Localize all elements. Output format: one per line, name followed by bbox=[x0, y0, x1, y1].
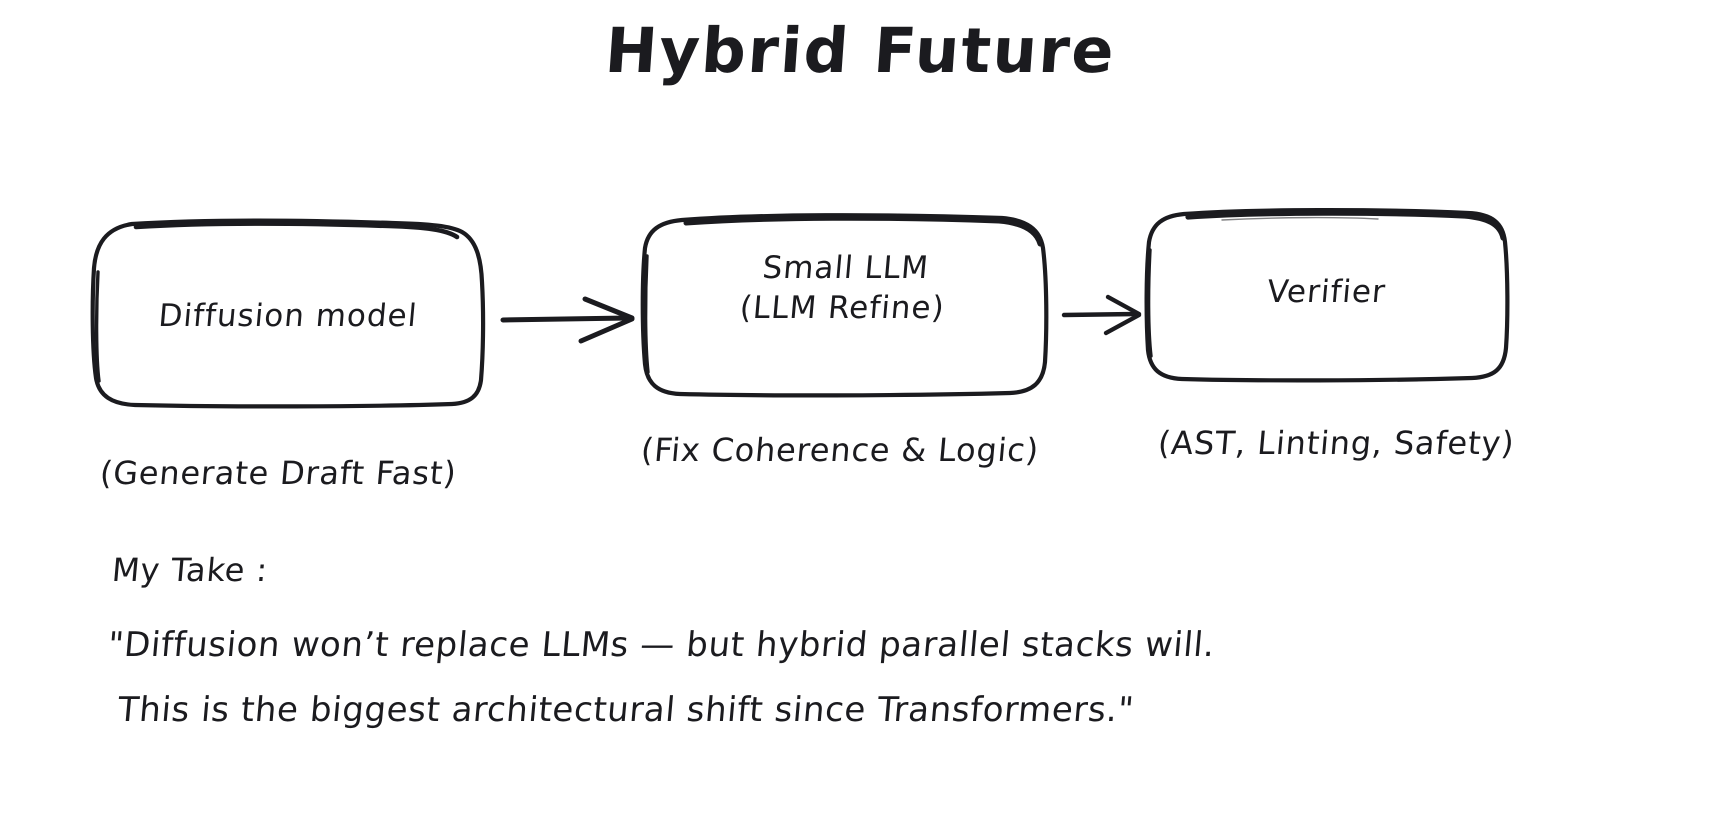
note-heading: My Take : bbox=[110, 551, 270, 589]
page-title: Hybrid Future bbox=[602, 14, 1119, 87]
note-quote-line-1: "Diffusion won’t replace LLMs — but hybr… bbox=[106, 625, 1217, 665]
node-caption-verifier: (AST, Linting, Safety) bbox=[1156, 424, 1517, 462]
edge-arrow-2 bbox=[1061, 294, 1142, 336]
node-verifier[interactable] bbox=[1148, 212, 1505, 378]
node-caption-diffusion-model: (Generate Draft Fast) bbox=[98, 454, 459, 492]
node-diffusion-model[interactable] bbox=[93, 222, 483, 404]
node-caption-small-llm: (Fix Coherence & Logic) bbox=[639, 431, 1041, 469]
note-quote-line-2: This is the biggest architectural shift … bbox=[116, 690, 1136, 730]
edge-arrow-1 bbox=[500, 296, 635, 344]
node-small-llm[interactable] bbox=[643, 218, 1045, 394]
